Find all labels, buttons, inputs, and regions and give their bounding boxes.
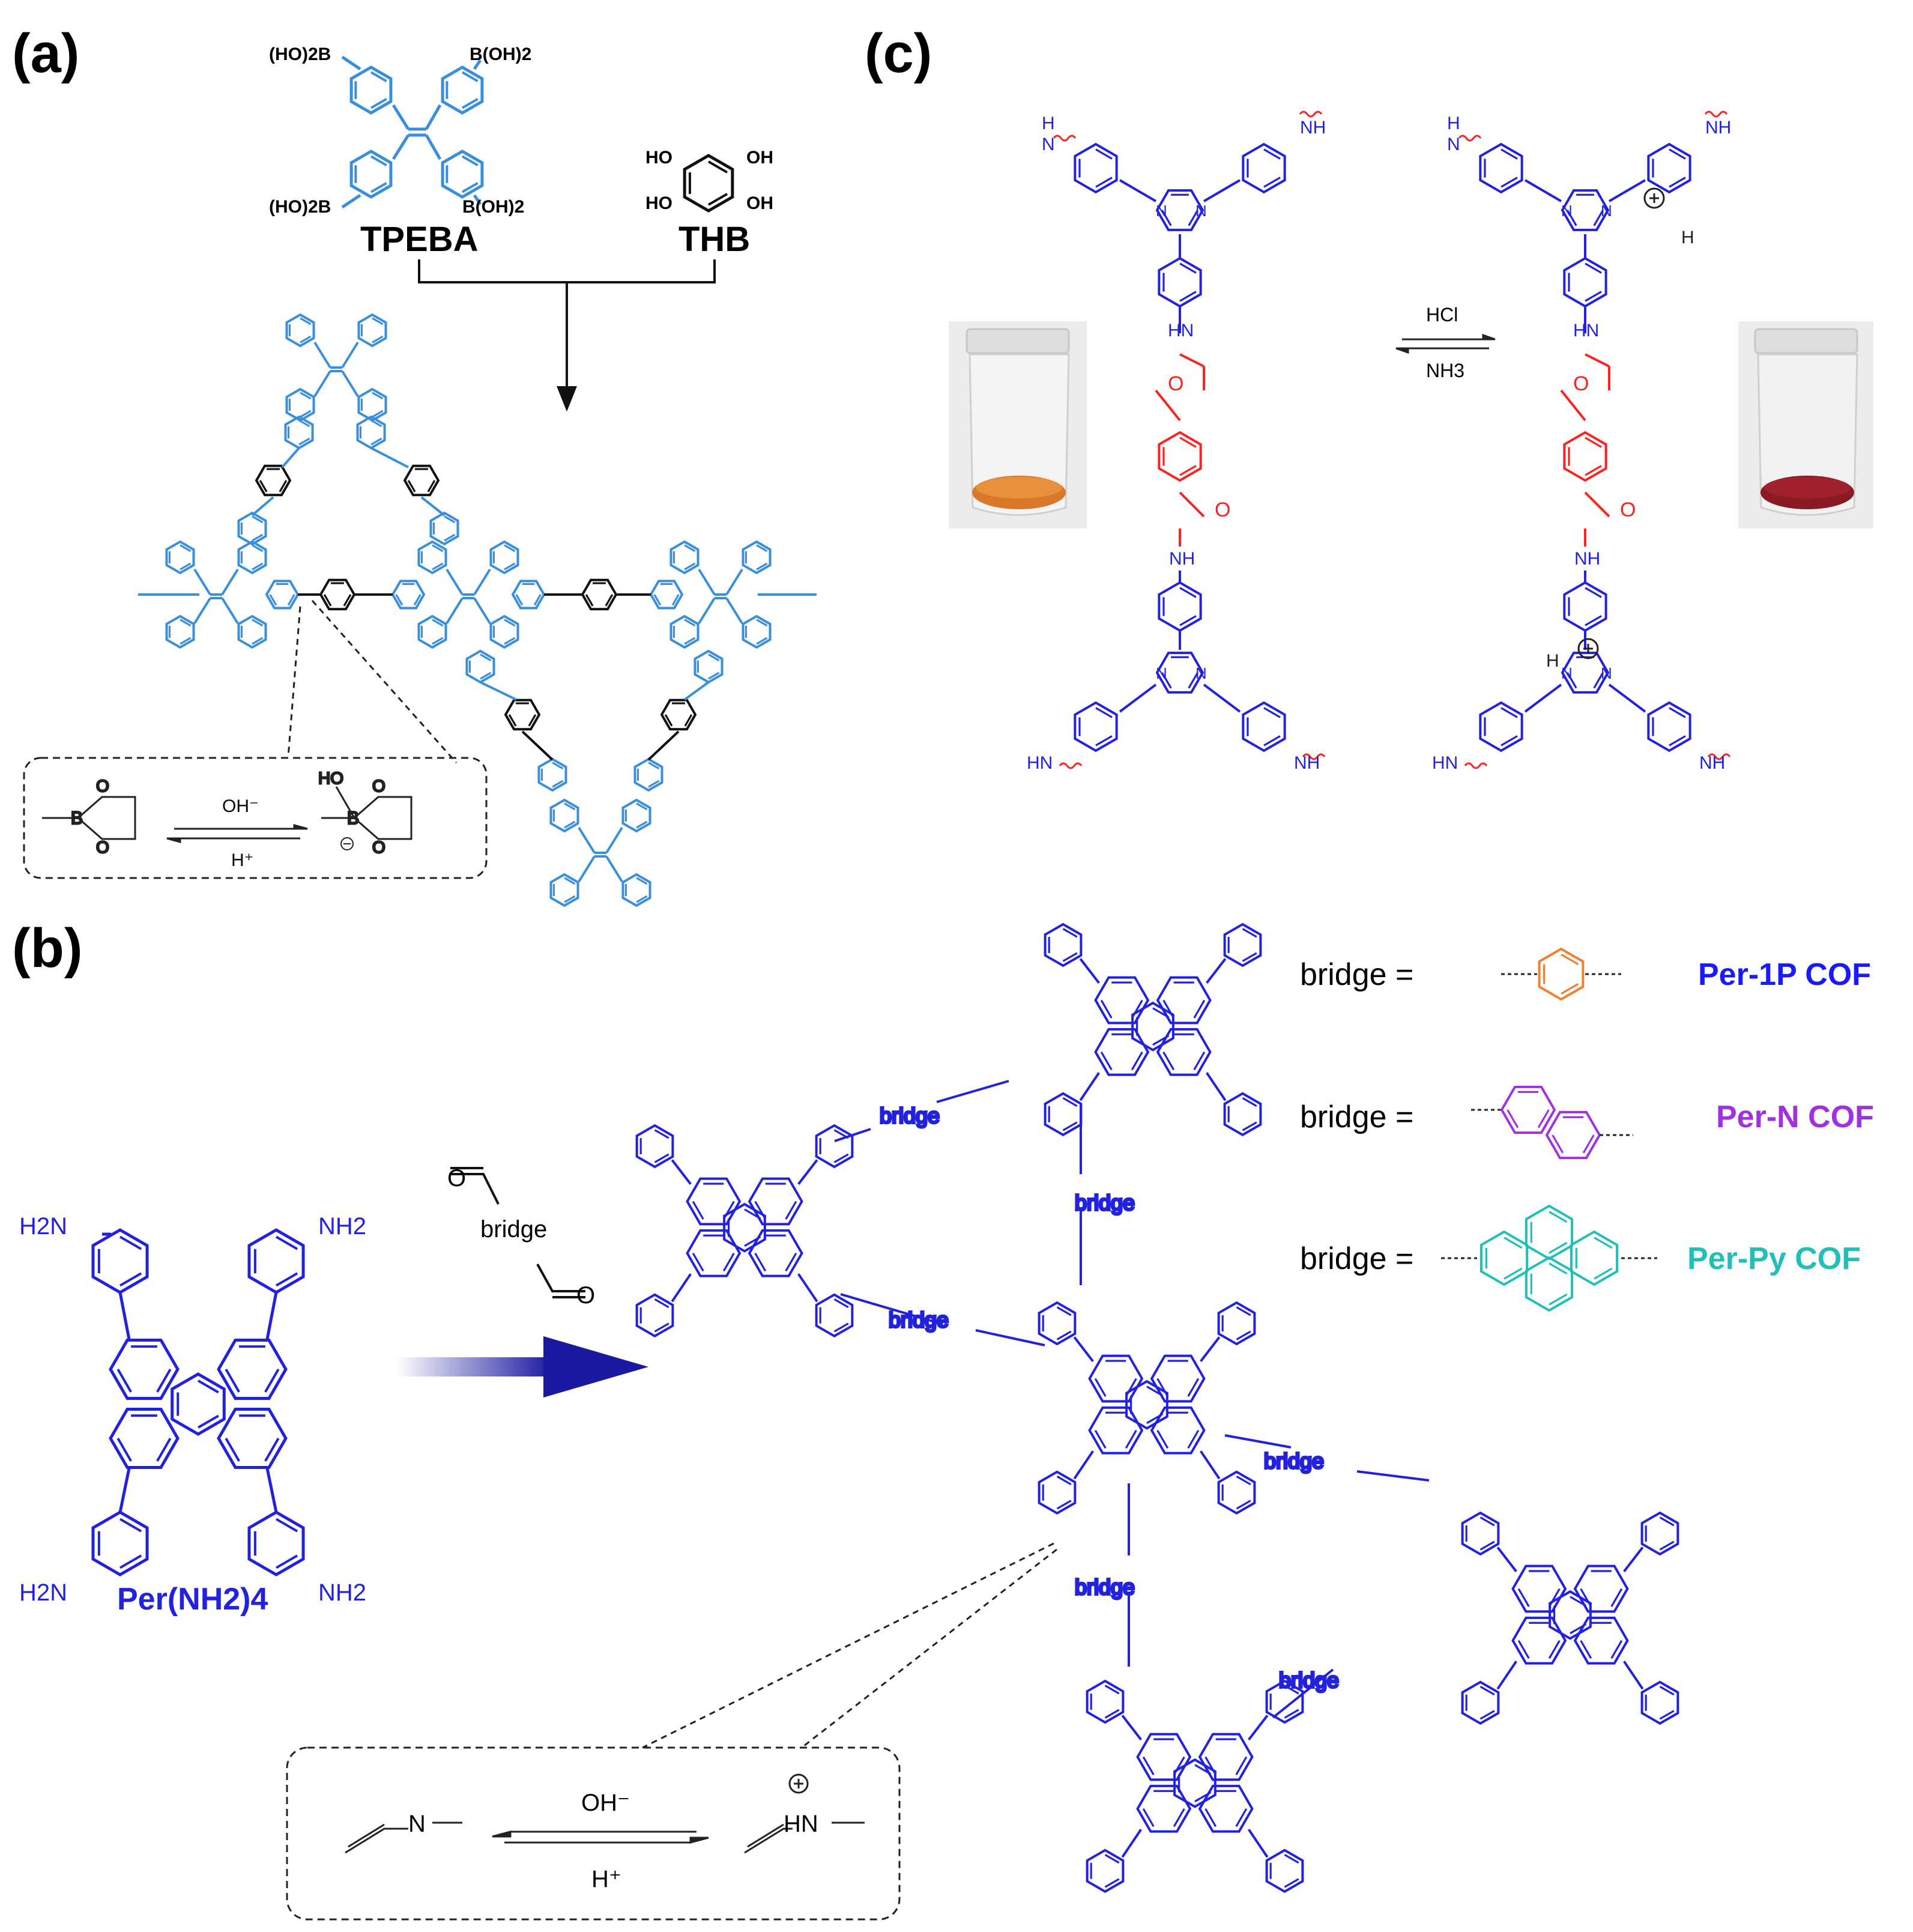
thb-group-4: OH xyxy=(746,193,773,213)
inset-b: N HN OH⁻ H⁺ xyxy=(286,1542,1057,1921)
boronate-cof-network xyxy=(138,313,817,907)
amine-2: NH2 xyxy=(318,1213,366,1240)
tpeba-group-2: B(OH)2 xyxy=(470,44,531,64)
svg-text:HN: HN xyxy=(1027,753,1053,773)
svg-text:H: H xyxy=(1447,114,1460,133)
svg-text:N: N xyxy=(1601,202,1612,220)
reaction-arrow-b xyxy=(396,1336,648,1398)
svg-text:N: N xyxy=(1042,135,1055,154)
dialdehyde-o1: O xyxy=(447,1165,466,1192)
bridge-eq-3: bridge = xyxy=(1300,1241,1413,1276)
network-bridge-label: bridge xyxy=(1075,1575,1135,1599)
perylene-cof-network: bridge bridge bridge bridge bridge bridge xyxy=(635,922,1679,1894)
panel-b-label: (b) xyxy=(12,918,82,979)
svg-text:N: N xyxy=(1601,664,1612,682)
svg-text:NH: NH xyxy=(1294,753,1320,773)
svg-text:HO: HO xyxy=(318,769,343,787)
dialdehyde xyxy=(450,1167,585,1298)
svg-text:B: B xyxy=(71,808,83,828)
network-bridge-label: bridge xyxy=(1075,1190,1135,1215)
svg-text:NH: NH xyxy=(1300,118,1326,138)
reaction-arrow-a xyxy=(418,259,716,412)
thb-group-2: OH xyxy=(746,148,773,168)
svg-text:H: H xyxy=(1546,651,1559,671)
svg-text:O: O xyxy=(96,838,109,856)
imine-n: N xyxy=(408,1811,426,1837)
svg-text:NH: NH xyxy=(1169,549,1195,569)
tpeba-molecule xyxy=(341,55,484,209)
panel-a-label: (a) xyxy=(12,23,79,84)
acid-label: HCl xyxy=(1426,304,1458,326)
svg-text:HN: HN xyxy=(1573,321,1599,341)
network-bridge-label: bridge xyxy=(889,1307,949,1332)
inset-b-backward: H⁺ xyxy=(591,1866,621,1892)
svg-text:O: O xyxy=(1168,372,1183,395)
tpeba-label: TPEBA xyxy=(360,220,479,259)
cof-name-3: Per-Py COF xyxy=(1687,1241,1861,1276)
svg-text:N: N xyxy=(1156,202,1167,220)
network-bridge-label: bridge xyxy=(880,1103,940,1128)
bridge-eq-1: bridge = xyxy=(1300,957,1413,992)
thb-group-1: HO xyxy=(645,148,672,168)
svg-text:O: O xyxy=(1573,372,1589,395)
tpeba-group-3: (HO)2B xyxy=(269,197,331,217)
amine-4: NH2 xyxy=(318,1579,366,1606)
acid-base-arrows xyxy=(1395,333,1496,354)
svg-text:N: N xyxy=(1195,202,1207,220)
svg-text:N: N xyxy=(1195,664,1207,682)
tpeba-group-1: (HO)2B xyxy=(269,44,331,64)
svg-text:N: N xyxy=(1447,135,1460,154)
svg-text:H: H xyxy=(1042,114,1055,133)
svg-text:H: H xyxy=(1681,228,1694,247)
svg-text:B: B xyxy=(347,808,359,828)
panel-c-label: (c) xyxy=(865,23,932,84)
svg-text:NH: NH xyxy=(1705,118,1731,138)
network-bridge-label: bridge xyxy=(1264,1449,1324,1473)
cof-name-2: Per-N COF xyxy=(1716,1100,1874,1134)
svg-text:N: N xyxy=(1156,664,1167,682)
svg-text:O: O xyxy=(372,838,385,856)
svg-text:HN: HN xyxy=(1168,321,1194,341)
thb-molecule xyxy=(683,154,734,213)
thb-group-3: HO xyxy=(645,193,672,213)
bridge-legend: bridge = bridge = bridge = Per-1P COF Pe… xyxy=(1300,947,1874,1312)
inset-b-forward: OH⁻ xyxy=(581,1790,630,1816)
dialdehyde-bridge: bridge xyxy=(480,1216,547,1243)
svg-text:O: O xyxy=(96,777,109,795)
svg-text:O: O xyxy=(1620,498,1636,521)
per-nh2-4-monomer xyxy=(91,1228,305,1576)
svg-text:NH: NH xyxy=(1574,549,1600,569)
inset-a-backward: H⁺ xyxy=(231,850,254,870)
cof-name-1: Per-1P COF xyxy=(1698,957,1871,992)
svg-text:NH: NH xyxy=(1699,753,1725,773)
vial-red xyxy=(1738,321,1873,528)
thb-label: THB xyxy=(678,220,750,259)
svg-text:O: O xyxy=(1215,498,1230,521)
tpeba-group-4: B(OH)2 xyxy=(462,197,524,217)
bridge-eq-2: bridge = xyxy=(1300,1100,1413,1134)
vial-orange xyxy=(949,321,1087,528)
iminium-hn: HN xyxy=(784,1811,818,1837)
amine-1: H2N xyxy=(19,1213,67,1240)
svg-text:N: N xyxy=(1561,202,1573,220)
svg-text:HN: HN xyxy=(1432,753,1458,773)
svg-text:O: O xyxy=(372,777,385,795)
network-bridge-label: bridge xyxy=(1279,1668,1339,1692)
amine-3: H2N xyxy=(19,1579,67,1606)
svg-text:N: N xyxy=(1561,664,1573,682)
base-label: NH3 xyxy=(1426,360,1464,381)
monomer-label: Per(NH2)4 xyxy=(117,1582,268,1617)
dialdehyde-o2: O xyxy=(576,1282,595,1309)
inset-a-forward: OH⁻ xyxy=(222,796,259,816)
